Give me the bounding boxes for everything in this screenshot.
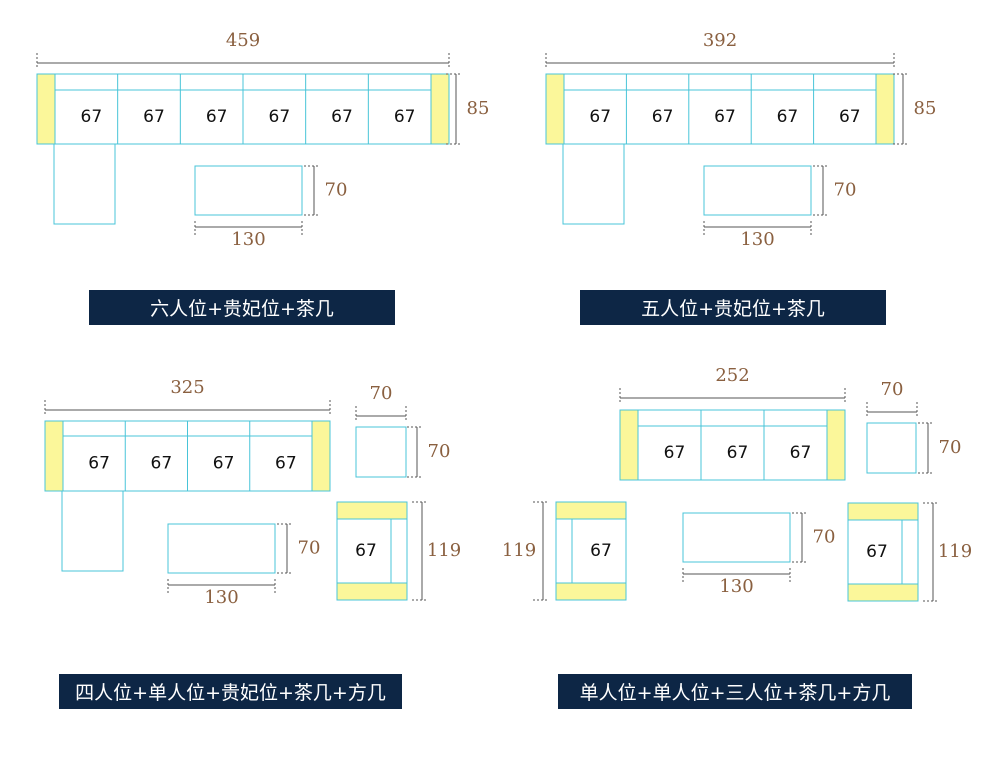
c3-sofa-seat-label: 67 — [213, 454, 235, 474]
c2-sofa-seat-label: 67 — [589, 107, 611, 127]
c1-table-width-dim-label: 130 — [231, 229, 265, 250]
c1-sofa-right-armrest — [430, 73, 450, 145]
c3-sofa-seat-label: 67 — [275, 454, 297, 474]
c4-square-width-dim-label: 70 — [881, 379, 904, 400]
config-2-title: 五人位+贵妃位+茶几 — [580, 290, 886, 325]
c2-sofa-seat-label: 67 — [839, 107, 861, 127]
c3-square-width-dim-label: 70 — [370, 383, 393, 404]
c4-sofa-left-armrest — [619, 409, 639, 481]
c1-table-depth-dim-label: 70 — [325, 180, 348, 201]
c2-sofa-right-armrest — [875, 73, 895, 145]
c4-right-armchair-seat-label: 67 — [866, 542, 888, 562]
c4-left-armchair-bottom-armrest — [555, 582, 627, 601]
config-1-title: 六人位+贵妃位+茶几 — [89, 290, 395, 325]
c4-right-armchair-top-armrest — [847, 502, 919, 521]
c1-sofa-seat-label: 67 — [81, 107, 103, 127]
c2-sofa-seat-label: 67 — [652, 107, 674, 127]
c4-left-armchair-seat-label: 67 — [590, 541, 612, 561]
c1-sofa-seat-label: 67 — [269, 107, 291, 127]
c3-width-dim-label: 325 — [170, 377, 204, 398]
c3-table-width-dim-label: 130 — [204, 587, 238, 608]
c2-chaise — [562, 143, 625, 225]
c1-coffee-table — [194, 165, 303, 216]
c4-left-armchair-top-armrest — [555, 501, 627, 520]
c1-chaise — [53, 143, 116, 225]
c2-sofa-seat-label: 67 — [777, 107, 799, 127]
c2-coffee-table — [703, 165, 812, 216]
c4-square-depth-dim-label: 70 — [939, 437, 962, 458]
c2-table-width-dim-label: 130 — [740, 229, 774, 250]
c3-sofa-right-armrest — [311, 420, 331, 492]
c4-sofa-seat-label: 67 — [727, 443, 749, 463]
c2-sofa-seat-label: 67 — [714, 107, 736, 127]
c4-width-dim-label: 252 — [715, 365, 749, 386]
c4-sofa-seat-label: 67 — [790, 443, 812, 463]
c4-sofa-seat-label: 67 — [664, 443, 686, 463]
c3-coffee-table — [167, 523, 276, 574]
c2-table-depth-dim-label: 70 — [834, 180, 857, 201]
c3-armchair-depth-dim-label: 119 — [427, 540, 461, 561]
c4-square-table — [866, 422, 917, 474]
c3-sofa-seat-label: 67 — [151, 454, 173, 474]
c3-table-depth-dim-label: 70 — [298, 538, 321, 559]
c3-sofa-left-armrest — [44, 420, 64, 492]
c1-depth-dim-label: 85 — [467, 98, 490, 119]
c1-sofa-seat-label: 67 — [331, 107, 353, 127]
c3-square-table — [355, 426, 407, 478]
c3-square-depth-dim-label: 70 — [428, 441, 451, 462]
c3-sofa-seat-label: 67 — [88, 454, 110, 474]
c1-sofa-seat-label: 67 — [143, 107, 165, 127]
c4-coffee-table — [682, 512, 791, 563]
c1-width-dim-label: 459 — [226, 30, 260, 51]
c3-armchair-seat-label: 67 — [355, 541, 377, 561]
c3-armchair-top-armrest — [336, 501, 408, 520]
c4-table-width-dim-label: 130 — [719, 576, 753, 597]
c2-sofa-left-armrest — [545, 73, 565, 145]
c1-sofa-seat-label: 67 — [206, 107, 228, 127]
c2-width-dim-label: 392 — [703, 30, 737, 51]
c4-right-armchair-bottom-armrest — [847, 583, 919, 602]
c3-armchair-bottom-armrest — [336, 582, 408, 601]
config-4-title: 单人位+单人位+三人位+茶几+方几 — [558, 674, 912, 709]
c2-depth-dim-label: 85 — [914, 98, 937, 119]
c4-sofa-right-armrest — [826, 409, 846, 481]
config-3-title: 四人位+单人位+贵妃位+茶几+方几 — [59, 674, 402, 709]
c4-right-armchair-depth-dim-label: 119 — [938, 541, 972, 562]
c1-sofa-left-armrest — [36, 73, 56, 145]
c3-chaise — [61, 490, 124, 572]
c4-table-depth-dim-label: 70 — [813, 527, 836, 548]
c4-left-armchair-depth-dim-label: 119 — [502, 540, 536, 561]
c1-sofa-seat-label: 67 — [394, 107, 416, 127]
